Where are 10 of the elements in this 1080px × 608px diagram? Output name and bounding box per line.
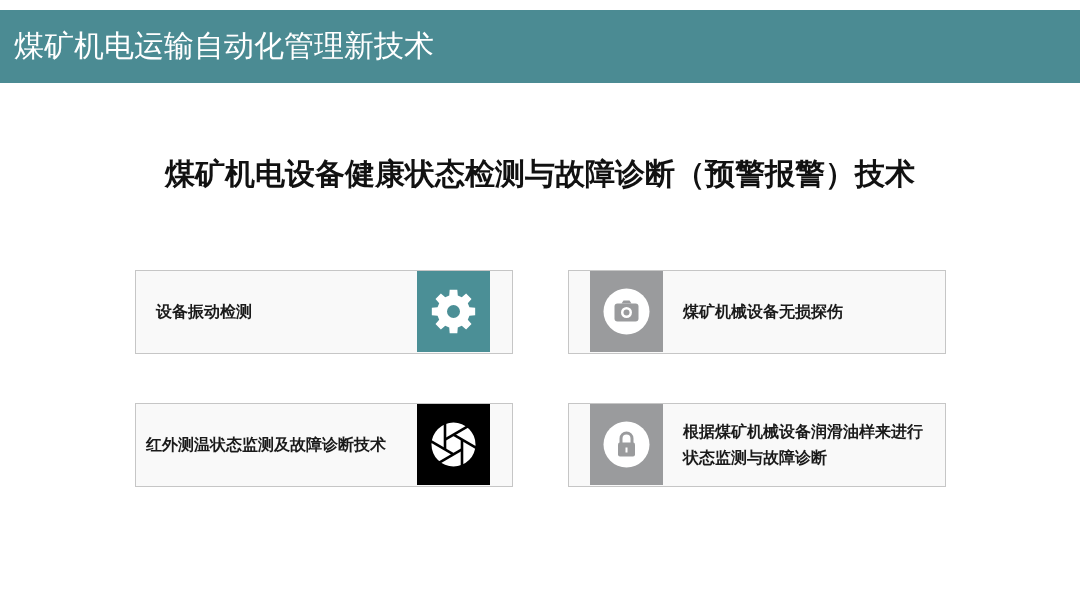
feature-card — [135, 270, 513, 354]
feature-card — [568, 270, 946, 354]
feature-card — [135, 403, 513, 487]
page-title: 煤矿机电运输自动化管理新技术 — [14, 27, 434, 65]
heading: 煤矿机电设备健康状态检测与故障诊断（预警报警）技术 — [165, 155, 915, 193]
feature-card — [568, 403, 946, 487]
card-label: 设备振动检测 — [156, 301, 252, 323]
card-label: 煤矿机械设备无损探伤 — [683, 301, 843, 323]
card-label: 根据煤矿机械设备润滑油样来进行状态监测与故障诊断 — [683, 421, 924, 469]
card-label: 红外测温状态监测及故障诊断技术 — [146, 434, 386, 456]
